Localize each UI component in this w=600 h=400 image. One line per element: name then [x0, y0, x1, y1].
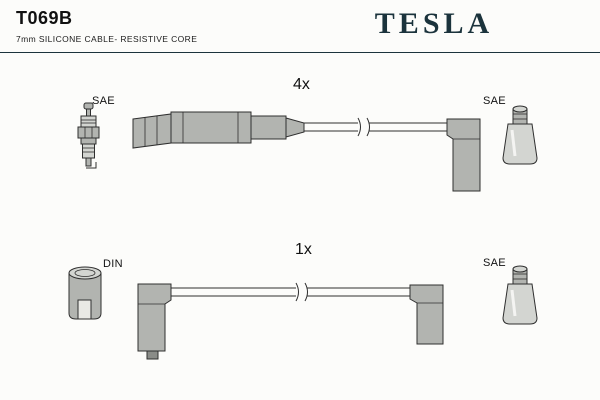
- cable-1x-quantity-label: 1x: [295, 241, 312, 258]
- din-connector-icon: [68, 266, 102, 320]
- cable-1x-right-connector-label: SAE: [483, 257, 506, 269]
- cable-1x-drawing: [137, 282, 444, 360]
- part-number: T069B: [16, 8, 73, 28]
- cable-4x-right-connector-label: SAE: [483, 95, 506, 107]
- cable-4x-quantity-label: 4x: [293, 76, 310, 93]
- brand-logo: TESLA: [374, 7, 494, 40]
- cable-description: 7mm SILICONE CABLE- RESISTIVE CORE: [16, 34, 198, 44]
- cable-4x-drawing: [132, 111, 481, 192]
- header-divider: [0, 52, 600, 53]
- sae-terminal-icon-bottom: [501, 264, 539, 326]
- cable-4x-left-connector-label: SAE: [92, 95, 115, 107]
- cable-1x-left-connector-label: DIN: [103, 258, 123, 270]
- sae-terminal-icon-top: [501, 104, 539, 166]
- spark-plug-icon: [77, 102, 100, 169]
